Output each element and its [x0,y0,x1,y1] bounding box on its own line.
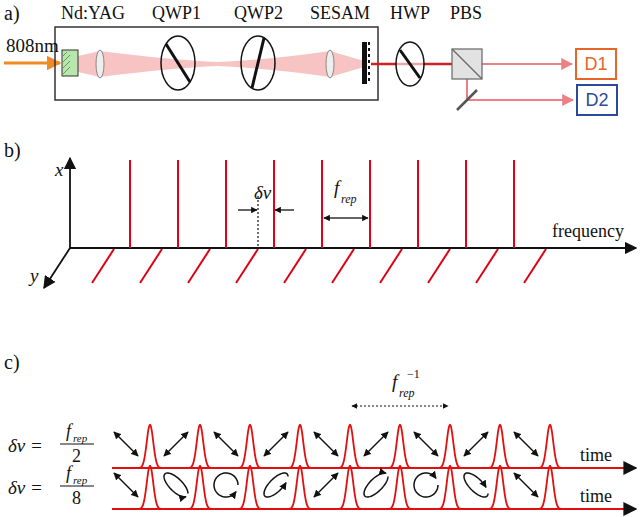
detector-label: D1 [584,55,607,73]
mirror [457,90,477,110]
frequency-comb [92,160,546,283]
detector-label: D2 [585,91,608,109]
cavity-box [55,27,378,100]
qwp2-axis [252,38,264,88]
text-label: rep [73,475,87,486]
pulse-train [136,425,564,509]
text-label: 8 [72,489,81,507]
text-label: Nd:YAG [61,4,125,22]
beam-to-d2 [467,78,573,100]
qwp2-plate [241,36,275,90]
text-label: rep [399,387,415,399]
text-label: rep [341,193,357,205]
text-label: δν [254,183,271,202]
text-label: frequency [552,222,624,240]
text-label: 808nm [6,36,59,55]
text-label: HWP [390,4,430,22]
laser-setup [4,27,573,110]
text-label: SESAM [310,4,370,22]
qwp1-plate [161,36,195,90]
frep-arrow [324,217,346,218]
comb-axes [44,158,636,288]
pump-arrow [4,62,60,65]
nd-yag-crystal [62,50,78,76]
beam-to-d1 [482,63,572,65]
text-label: a) [4,3,20,23]
text-label: time [580,487,612,505]
text-label: δν = [8,436,43,455]
hwp-plate [396,42,424,86]
text-label: f [334,178,339,197]
delta-nu-arrow [238,209,257,210]
text-label: rep [73,433,87,444]
period-arrow [352,405,448,406]
text-label: QWP1 [152,4,201,22]
text-label: x [55,160,63,179]
text-label: f [392,372,397,391]
text-label: y [30,266,38,285]
text-label: −1 [407,368,420,380]
lens [326,50,334,78]
delta-nu-arrow [275,209,294,210]
text-label: δν = [8,478,43,497]
text-label: 2 [72,447,81,465]
lens [96,50,104,78]
text-label: PBS [450,4,482,22]
text-label: time [580,446,612,464]
intracavity-beam [78,51,364,77]
sesam-mirror [362,42,367,84]
text-label: c) [4,352,20,372]
text-label: f [66,464,71,482]
frep-arrow [346,217,368,218]
qwp1-axis [166,44,190,82]
text-label: f [66,422,71,440]
polarization-states [114,432,538,497]
offset-marker [257,196,258,248]
text-label: b) [4,140,21,160]
text-label: QWP2 [234,4,283,22]
pbs-cube [452,49,482,79]
detector-box: D2 [576,84,618,116]
detector-box: D1 [575,48,617,80]
